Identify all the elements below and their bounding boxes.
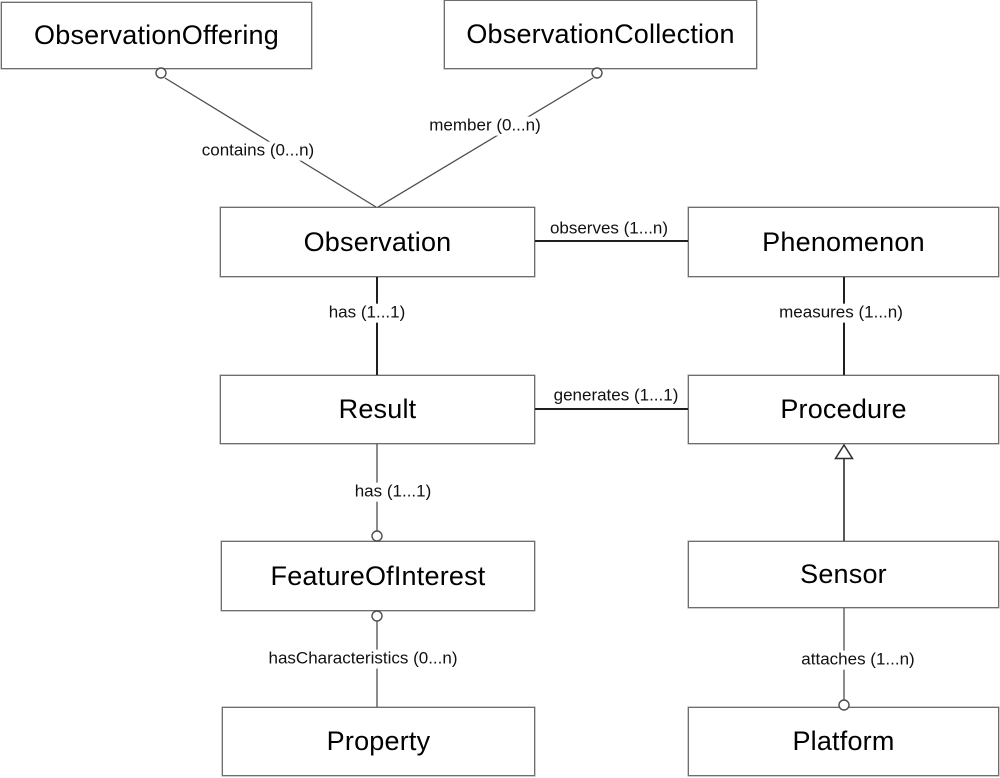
member-association-line bbox=[377, 77, 594, 208]
class-label-sensor: Sensor bbox=[800, 559, 887, 589]
has-foi-aggregation-circle-icon bbox=[371, 530, 383, 542]
edge-label-attaches: attaches (1...n) bbox=[798, 650, 918, 670]
class-label-property: Property bbox=[326, 726, 431, 756]
edge-label-contains: contains (0...n) bbox=[198, 141, 318, 161]
has-characteristics-aggregation-circle-icon bbox=[371, 610, 383, 622]
class-label-phenomenon: Phenomenon bbox=[762, 226, 925, 257]
edge-label-has-result: has (1...1) bbox=[325, 303, 409, 323]
class-box-phenomenon: Phenomenon bbox=[688, 207, 999, 277]
member-aggregation-circle-icon bbox=[591, 67, 603, 79]
class-label-observation-collection: ObservationCollection bbox=[466, 19, 735, 49]
edge-label-observes: observes (1...n) bbox=[546, 219, 672, 239]
class-box-property: Property bbox=[222, 707, 535, 776]
class-box-platform: Platform bbox=[688, 707, 999, 776]
class-box-sensor: Sensor bbox=[688, 541, 999, 608]
class-label-platform: Platform bbox=[792, 726, 895, 756]
edge-label-has-characteristics: hasCharacteristics (0...n) bbox=[265, 649, 461, 669]
edge-label-measures: measures (1...n) bbox=[776, 303, 906, 323]
class-label-feature-of-interest: FeatureOfInterest bbox=[270, 560, 486, 591]
class-box-observation-offering: ObservationOffering bbox=[1, 2, 312, 69]
class-label-result: Result bbox=[338, 394, 417, 424]
edge-label-has-foi: has (1...1) bbox=[351, 482, 435, 502]
class-box-observation-collection: ObservationCollection bbox=[444, 0, 757, 69]
class-box-procedure: Procedure bbox=[688, 375, 999, 444]
class-label-procedure: Procedure bbox=[780, 394, 907, 424]
edge-label-member: member (0...n) bbox=[426, 116, 544, 136]
class-box-feature-of-interest: FeatureOfInterest bbox=[221, 541, 535, 611]
generalization-triangle-icon bbox=[834, 443, 854, 460]
class-label-observation: Observation bbox=[303, 226, 452, 257]
class-box-observation: Observation bbox=[220, 207, 535, 277]
contains-aggregation-circle-icon bbox=[155, 67, 167, 79]
class-label-observation-offering: ObservationOffering bbox=[34, 20, 279, 50]
edge-label-generates: generates (1...1) bbox=[550, 386, 682, 406]
class-box-result: Result bbox=[220, 375, 535, 444]
